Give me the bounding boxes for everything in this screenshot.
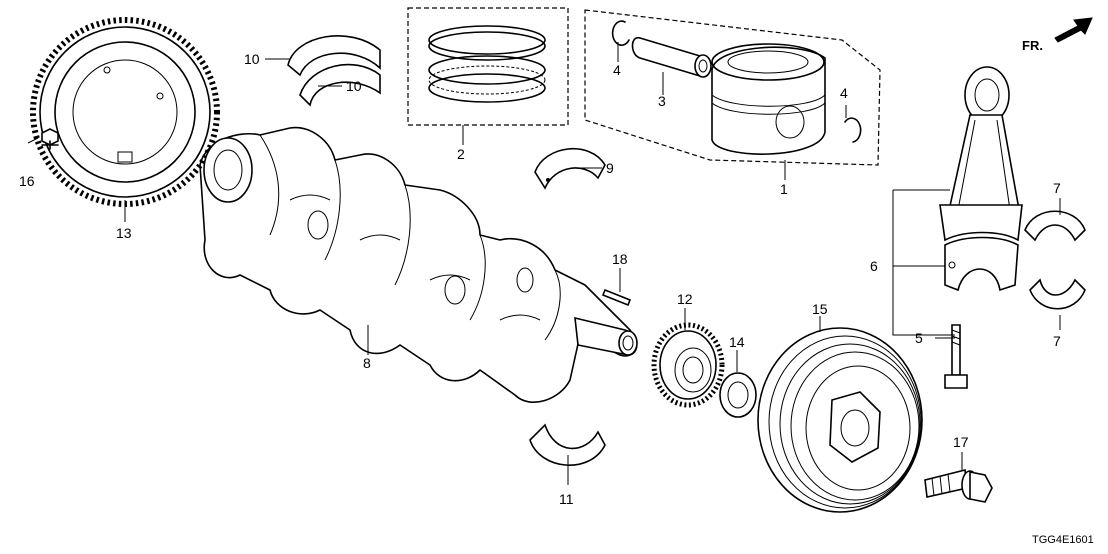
drawing-code: TGG4E1601: [1032, 534, 1094, 546]
rod-bearing-lower-part: [1029, 278, 1086, 310]
piston-ring-set-part: [407, 7, 569, 126]
piston-assembly-part: [584, 9, 881, 166]
front-direction-indicator: FR.: [1022, 17, 1093, 53]
circlip-bottom-part: [844, 117, 862, 143]
callout-10-top: 10: [244, 51, 260, 67]
woodruff-key-part: [601, 288, 632, 307]
leader-lines: [27, 42, 1061, 485]
washer-part: [719, 372, 757, 418]
crank-sprocket-part: [651, 322, 725, 408]
rod-bearing-upper-part: [1024, 210, 1086, 242]
callout-4-left: 4: [613, 62, 621, 78]
callout-5: 5: [915, 330, 923, 346]
callout-7-bottom: 7: [1053, 333, 1061, 349]
callout-7-top: 7: [1053, 180, 1061, 196]
pulley-bolt-part: [924, 469, 993, 503]
callout-6: 6: [870, 258, 878, 274]
callout-17: 17: [953, 434, 969, 450]
front-direction-label: FR.: [1022, 38, 1043, 53]
crank-pulley-part: [757, 327, 923, 513]
flywheel-bolt-part: [41, 128, 59, 150]
circlip-top-part: [611, 20, 630, 46]
callout-16: 16: [19, 173, 35, 189]
callout-14: 14: [729, 334, 745, 350]
callout-10-bottom: 10: [346, 78, 362, 94]
callout-13: 13: [116, 225, 132, 241]
front-arrow-icon: [1054, 17, 1093, 43]
main-bearing-lower-part: [299, 63, 381, 107]
rod-bolt-part: [944, 324, 968, 389]
callout-1: 1: [780, 181, 788, 197]
callout-3: 3: [658, 93, 666, 109]
main-bearing-upper-part: [287, 35, 381, 77]
thrust-bearing-lower-part: [529, 423, 606, 466]
callout-11: 11: [559, 491, 574, 507]
crankshaft-part: [199, 126, 638, 404]
callout-9: 9: [606, 160, 614, 176]
callout-15: 15: [812, 301, 828, 317]
callout-12: 12: [677, 291, 693, 307]
callout-2: 2: [457, 146, 465, 162]
callout-4-right: 4: [840, 85, 848, 101]
thrust-bearing-upper-part: [534, 147, 606, 190]
callout-8: 8: [363, 355, 371, 371]
callout-18: 18: [612, 251, 628, 267]
connecting-rod-part: [939, 66, 1023, 292]
ring-gear-part: [30, 17, 220, 207]
callout-labels: 1 2 3 4 4 5 6 7 7 8 9 10 10 11 12 13 14 …: [19, 51, 1061, 507]
